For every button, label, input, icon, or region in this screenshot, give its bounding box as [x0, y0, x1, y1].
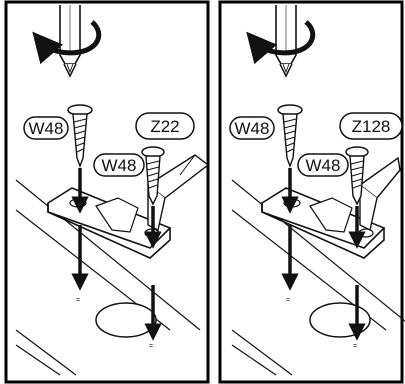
rotate-arrow-icon: [246, 20, 316, 65]
label-screw-top: W48: [229, 116, 275, 140]
label-hinge-part: Z22: [135, 112, 195, 140]
rotate-arrow-icon: [32, 20, 102, 65]
svg-text:=: =: [149, 343, 153, 350]
drill-hole: [95, 302, 157, 338]
drill-hole: [309, 302, 371, 338]
label-text: W48: [29, 119, 64, 138]
screw-bottom: [345, 146, 369, 206]
label-screw-bottom: W48: [297, 153, 349, 177]
svg-text:=: =: [286, 297, 290, 304]
label-text: W48: [306, 156, 341, 175]
panel-left: = = W48 Z22 W48: [4, 0, 210, 384]
label-screw-bottom: W48: [93, 153, 145, 177]
hinge-arm: [358, 156, 401, 232]
screw-top: [67, 104, 93, 168]
label-screw-top: W48: [23, 116, 69, 140]
label-text: Z128: [352, 117, 391, 136]
label-hinge-part: Z128: [339, 112, 403, 140]
label-text: W48: [235, 119, 270, 138]
svg-text:=: =: [353, 343, 357, 350]
label-text: W48: [102, 156, 137, 175]
svg-text:=: =: [76, 297, 80, 304]
screw-bottom: [141, 146, 165, 206]
panel-right: = = W48 Z128 W48: [218, 0, 405, 384]
screw-top: [277, 104, 303, 168]
label-text: Z22: [150, 117, 179, 136]
